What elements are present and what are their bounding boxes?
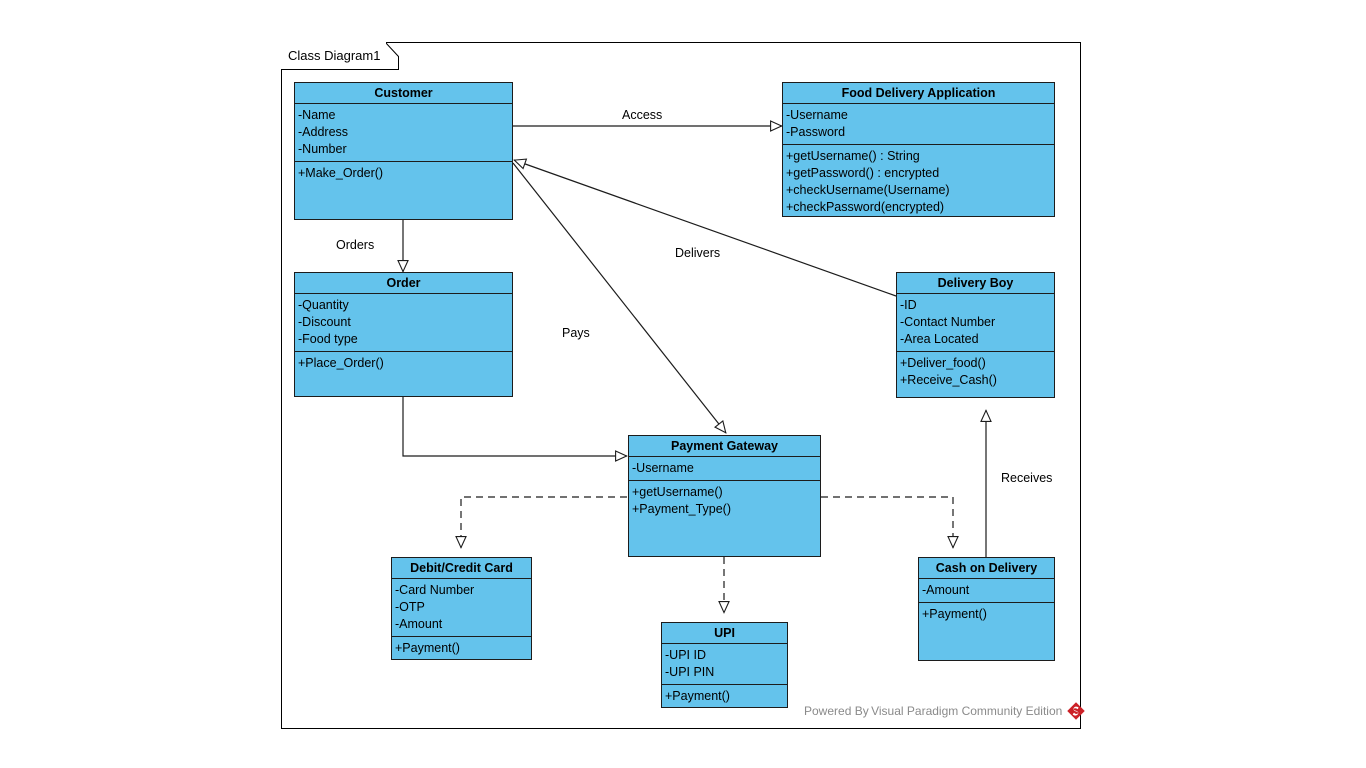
class-title-cash-on-delivery: Cash on Delivery bbox=[919, 558, 1054, 579]
class-attributes-debit-credit-card: -Card Number -OTP -Amount bbox=[392, 579, 531, 637]
class-title-upi: UPI bbox=[662, 623, 787, 644]
edge-label-receives: Receives bbox=[1001, 471, 1053, 485]
class-operation: +getUsername() : String bbox=[786, 149, 920, 163]
class-operation: +Payment() bbox=[395, 641, 460, 655]
class-box-food-delivery-application[interactable]: Food Delivery Application -Username -Pas… bbox=[782, 82, 1055, 217]
class-title-customer: Customer bbox=[295, 83, 512, 104]
class-operations-customer: +Make_Order() bbox=[295, 162, 512, 185]
class-attribute: -UPI PIN bbox=[665, 665, 715, 679]
class-box-delivery-boy[interactable]: Delivery Boy -ID -Contact Number -Area L… bbox=[896, 272, 1055, 398]
class-operations-delivery-boy: +Deliver_food() +Receive_Cash() bbox=[897, 352, 1054, 392]
visual-paradigm-logo-icon bbox=[1067, 702, 1086, 720]
class-attribute: -Name bbox=[298, 108, 336, 122]
class-operation: +Make_Order() bbox=[298, 166, 384, 180]
class-attributes-cash-on-delivery: -Amount bbox=[919, 579, 1054, 603]
class-operations-food-delivery-application: +getUsername() : String +getPassword() :… bbox=[783, 145, 1054, 219]
class-operations-debit-credit-card: +Payment() bbox=[392, 637, 531, 660]
class-attribute: -Area Located bbox=[900, 332, 979, 346]
class-operation: +Deliver_food() bbox=[900, 356, 986, 370]
class-attribute: -Contact Number bbox=[900, 315, 996, 329]
class-attribute: -Number bbox=[298, 142, 347, 156]
class-attribute: -Password bbox=[786, 125, 846, 139]
frame-tab-label: Class Diagram1 bbox=[288, 48, 381, 63]
class-attribute: -Food type bbox=[298, 332, 358, 346]
class-box-order[interactable]: Order -Quantity -Discount -Food type +Pl… bbox=[294, 272, 513, 397]
class-attribute: -Card Number bbox=[395, 583, 475, 597]
class-title-order: Order bbox=[295, 273, 512, 294]
class-attribute: -Amount bbox=[395, 617, 443, 631]
watermark-text: Powered By Visual Paradigm Community Edi… bbox=[804, 704, 1063, 718]
class-operation: +getUsername() bbox=[632, 485, 723, 499]
class-attribute: -Quantity bbox=[298, 298, 349, 312]
edge-label-delivers: Delivers bbox=[675, 246, 721, 260]
class-attributes-food-delivery-application: -Username -Password bbox=[783, 104, 1054, 145]
class-attribute: -Username bbox=[786, 108, 848, 122]
class-attributes-order: -Quantity -Discount -Food type bbox=[295, 294, 512, 352]
class-operations-cash-on-delivery: +Payment() bbox=[919, 603, 1054, 626]
class-operation: +checkUsername(Username) bbox=[786, 183, 950, 197]
class-attribute: -Username bbox=[632, 461, 694, 475]
class-attributes-upi: -UPI ID -UPI PIN bbox=[662, 644, 787, 685]
class-operation: +getPassword() : encrypted bbox=[786, 166, 940, 180]
class-attributes-payment-gateway: -Username bbox=[629, 457, 820, 481]
class-operation: +Payment_Type() bbox=[632, 502, 732, 516]
class-attributes-delivery-boy: -ID -Contact Number -Area Located bbox=[897, 294, 1054, 352]
class-attribute: -ID bbox=[900, 298, 917, 312]
class-attribute: -Amount bbox=[922, 583, 970, 597]
edge-label-access: Access bbox=[622, 108, 663, 122]
class-operation: +Payment() bbox=[922, 607, 987, 621]
frame-tab-label-wrap[interactable]: Class Diagram1 bbox=[281, 42, 387, 69]
class-box-cash-on-delivery[interactable]: Cash on Delivery -Amount +Payment() bbox=[918, 557, 1055, 661]
class-operation: +checkPassword(encrypted) bbox=[786, 200, 945, 214]
class-title-debit-credit-card: Debit/Credit Card bbox=[392, 558, 531, 579]
class-box-debit-credit-card[interactable]: Debit/Credit Card -Card Number -OTP -Amo… bbox=[391, 557, 532, 660]
edge-label-orders: Orders bbox=[336, 238, 375, 252]
class-attribute: -Discount bbox=[298, 315, 351, 329]
class-title-food-delivery-application: Food Delivery Application bbox=[783, 83, 1054, 104]
class-attribute: -OTP bbox=[395, 600, 425, 614]
class-operations-payment-gateway: +getUsername() +Payment_Type() bbox=[629, 481, 820, 521]
class-operations-upi: +Payment() bbox=[662, 685, 787, 708]
class-title-payment-gateway: Payment Gateway bbox=[629, 436, 820, 457]
class-box-upi[interactable]: UPI -UPI ID -UPI PIN +Payment() bbox=[661, 622, 788, 708]
class-operation: +Receive_Cash() bbox=[900, 373, 997, 387]
class-attributes-customer: -Name -Address -Number bbox=[295, 104, 512, 162]
class-attribute: -Address bbox=[298, 125, 349, 139]
class-operation: +Payment() bbox=[665, 689, 730, 703]
class-box-customer[interactable]: Customer -Name -Address -Number +Make_Or… bbox=[294, 82, 513, 220]
edge-label-pays: Pays bbox=[562, 326, 590, 340]
class-operations-order: +Place_Order() bbox=[295, 352, 512, 375]
watermark: Powered By Visual Paradigm Community Edi… bbox=[804, 701, 1086, 721]
class-box-payment-gateway[interactable]: Payment Gateway -Username +getUsername()… bbox=[628, 435, 821, 557]
class-operation: +Place_Order() bbox=[298, 356, 384, 370]
class-title-delivery-boy: Delivery Boy bbox=[897, 273, 1054, 294]
class-attribute: -UPI ID bbox=[665, 648, 706, 662]
